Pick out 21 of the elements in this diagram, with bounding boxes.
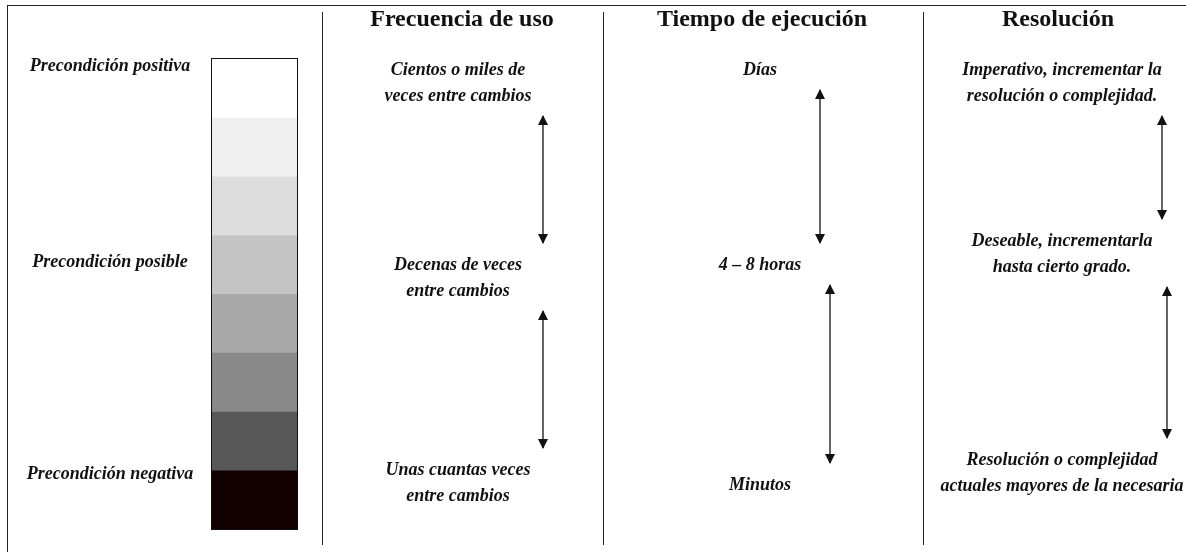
scale-label: Precondición negativa [25,462,195,485]
scale-text: Unas cuantas veces entre cambios [373,448,543,516]
double-arrow [824,283,836,465]
scale-text: 4 – 8 horas [690,243,830,285]
double-arrow [537,309,549,450]
double-arrow [1156,114,1168,221]
double-arrow [537,114,549,245]
column-heading: Tiempo de ejecución [655,4,869,32]
scale-text: Imperativo, incrementar la resolución o complejidad. [962,48,1162,116]
scale-text: Deseable, incrementarla hasta cierto grado. [957,219,1167,287]
scale-label: Precondición positiva [28,54,192,77]
column-heading: Frecuencia de uso [369,4,555,32]
double-arrow [814,88,826,245]
double-arrow [1161,285,1173,440]
scale-text: Minutos [700,463,820,505]
scale-text: Resolución o complejidad actuales mayores de la necesaria [937,438,1186,506]
scale-label: Precondición posible [31,250,189,273]
column-heading: Resolución [1001,4,1115,32]
scale-text: Cientos o miles de veces entre cambios [373,48,543,116]
scale-text: Decenas de veces entre cambios [373,243,543,311]
scale-text: Días [700,48,820,90]
